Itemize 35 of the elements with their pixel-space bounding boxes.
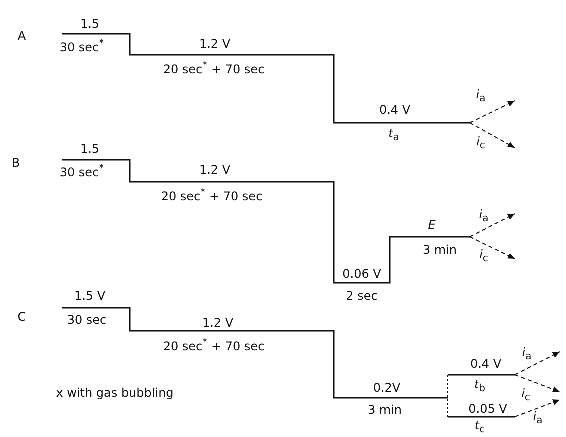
duration-label: 20 sec$^{*}$ + 70 sec [163, 336, 265, 354]
row-letter: A [18, 29, 26, 43]
row-letter: B [12, 156, 20, 170]
note-text: x with gas bubbling [56, 386, 174, 400]
current-label: i$_{c}$ [476, 134, 486, 154]
voltage-label: 1.2 V [199, 163, 231, 177]
duration-label: 20 sec$^{*}$ + 70 sec [161, 186, 263, 204]
duration-label: 30 sec [67, 313, 107, 327]
voltage-label: 0.05 V [468, 402, 508, 416]
duration-label: 20 sec$^{*}$ + 70 sec [163, 60, 265, 76]
duration-label: 3 min [422, 243, 458, 257]
duration-label: 30 sec$^{*}$ [60, 38, 104, 54]
current-label: i$_{c}$ [522, 386, 530, 406]
voltage-label: 1.5 [80, 142, 100, 156]
voltage-label: 0.4 V [379, 103, 411, 117]
voltage-label: 1.2 V [202, 316, 234, 330]
row-letter: C [18, 310, 26, 324]
time-label: t$_{b}$ [474, 377, 486, 397]
current-label: i$_{c}$ [480, 247, 488, 267]
duration-label: 30 sec$^{*}$ [60, 162, 104, 180]
voltage-label: 0.4 V [470, 357, 502, 371]
time-label: t$_{c}$ [474, 418, 486, 437]
current-label: i$_{a}$ [533, 409, 543, 429]
current-label: i$_{a}$ [479, 207, 489, 227]
current-label: i$_{a}$ [522, 345, 532, 365]
voltage-label: 1.5 V [74, 289, 106, 303]
current-label: i$_{a}$ [476, 87, 486, 107]
time-label: t$_{a}$ [388, 126, 400, 146]
duration-label: 2 sec [346, 289, 378, 303]
voltage-label: 1.2 V [199, 37, 231, 51]
voltage-label: E [428, 218, 436, 232]
voltage-label: 0.2V [373, 381, 401, 395]
voltage-label: 0.06 V [342, 267, 382, 281]
voltage-label: 1.5 [80, 17, 100, 31]
duration-label: 3 min [368, 403, 402, 417]
